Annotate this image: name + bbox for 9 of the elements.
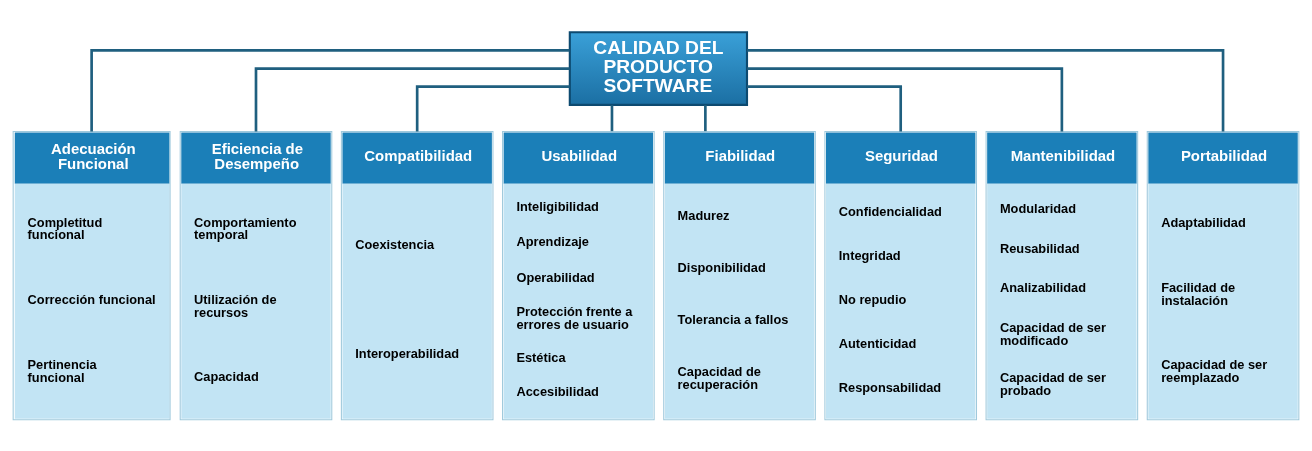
connector bbox=[415, 84, 570, 131]
connector bbox=[747, 66, 1064, 132]
connector bbox=[747, 48, 1225, 131]
connector bbox=[747, 84, 903, 131]
connector bbox=[704, 104, 707, 131]
connector bbox=[610, 104, 614, 131]
connector bbox=[90, 48, 570, 131]
connector bbox=[254, 66, 570, 132]
node-box: CALIDAD DEL PRODUCTO SOFTWARE bbox=[568, 30, 749, 106]
